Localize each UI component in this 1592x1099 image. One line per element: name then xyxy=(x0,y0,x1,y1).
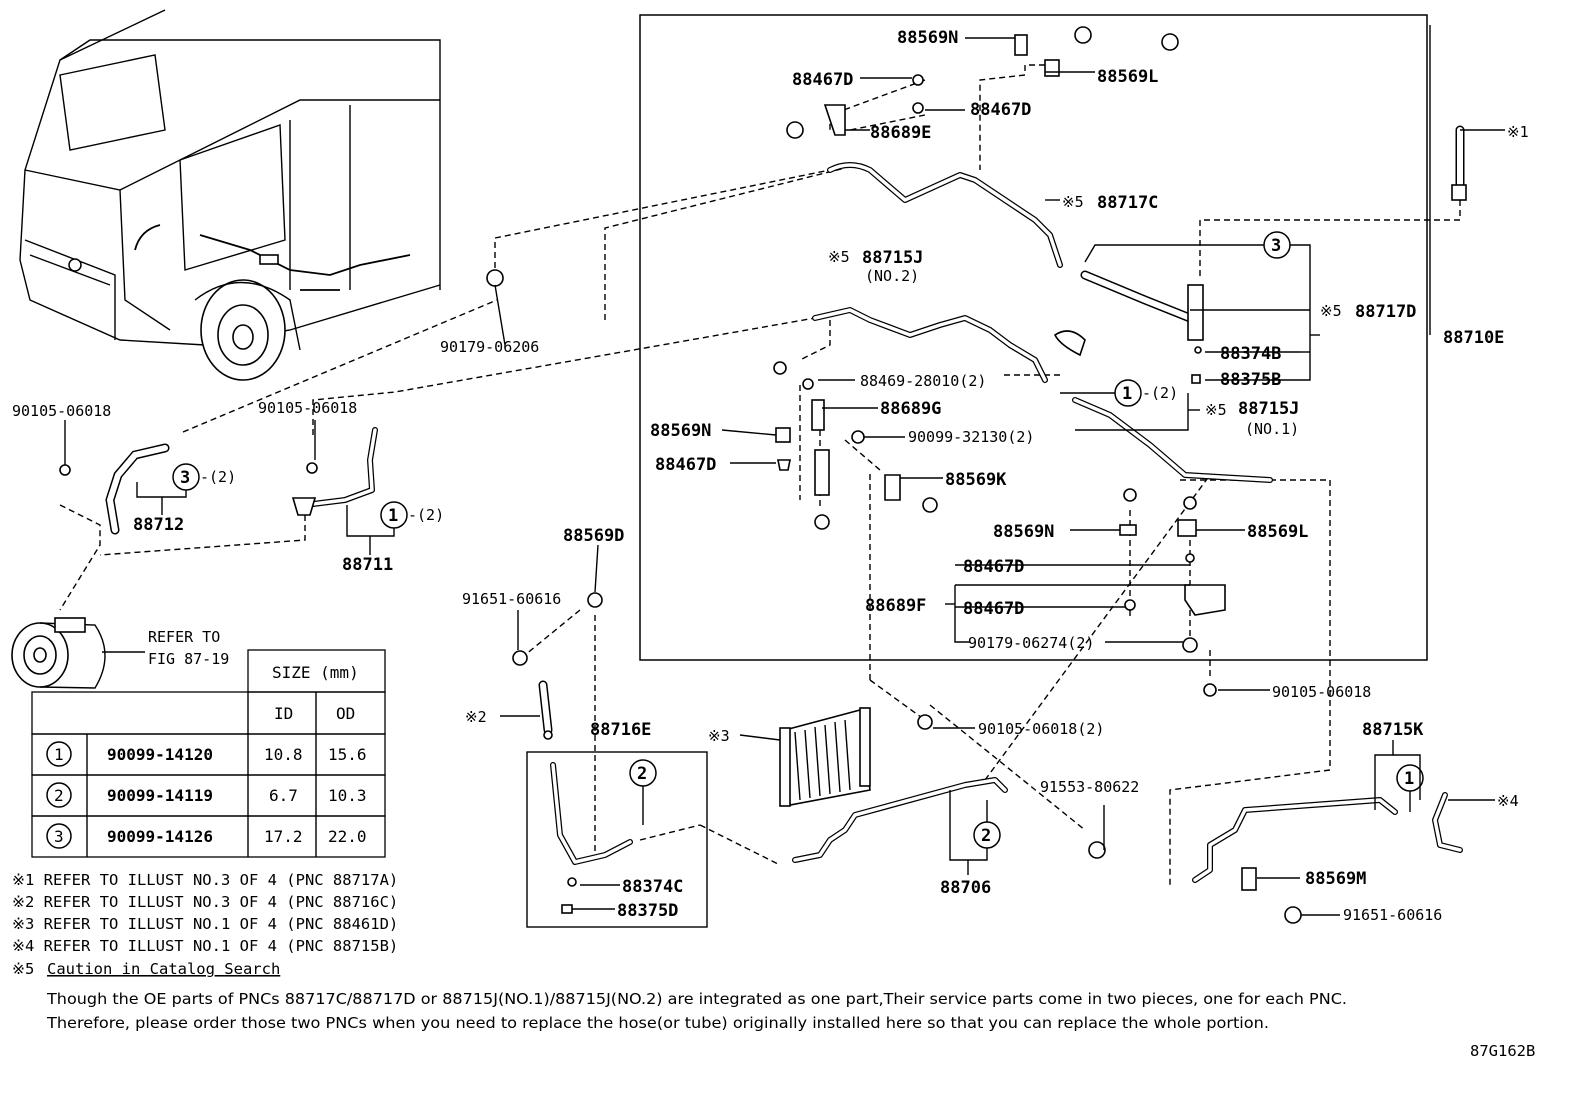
note-3: ※3 REFER TO ILLUST NO.1 OF 4 (PNC 88461D… xyxy=(12,915,398,933)
table-header-size: SIZE (mm) xyxy=(272,663,359,682)
table-row-2-od: 10.3 xyxy=(328,786,367,805)
label-90105-06018-right: 90105-06018 xyxy=(1272,683,1371,701)
notes: ※1 REFER TO ILLUST NO.3 OF 4 (PNC 88717A… xyxy=(12,871,1535,1060)
label-88374C: 88374C xyxy=(622,877,683,897)
label-88717C: 88717C xyxy=(1097,193,1158,213)
table-row-1-part: 90099-14120 xyxy=(107,745,213,764)
table-row-1-num: 1 xyxy=(54,745,64,764)
note-5-mark: ※5 xyxy=(12,960,34,978)
truck-illustration xyxy=(19,9,441,381)
label-88715J-no1: 88715J xyxy=(1238,399,1299,419)
compressor-illustration xyxy=(11,617,106,689)
label-88717D: 88717D xyxy=(1355,302,1416,322)
note-1: ※1 REFER TO ILLUST NO.3 OF 4 (PNC 88717A… xyxy=(12,871,398,889)
label-88569L-top: 88569L xyxy=(1097,67,1158,87)
label-90179-06274: 90179-06274(2) xyxy=(968,634,1094,652)
label-88689G: 88689G xyxy=(880,399,941,419)
callout-2-right: 2 xyxy=(981,826,991,846)
label-88569N-top: 88569N xyxy=(897,28,958,48)
label-90099-32130: 90099-32130(2) xyxy=(908,428,1034,446)
label-91651-60616-left: 91651-60616 xyxy=(462,590,561,608)
label-88467D-mid: 88467D xyxy=(655,455,716,475)
leader-lines xyxy=(59,64,1461,885)
label-90179-06206: 90179-06206 xyxy=(440,338,539,356)
table-row-3-num: 3 xyxy=(54,827,64,846)
label-88715K: 88715K xyxy=(1362,720,1424,740)
label-88375D: 88375D xyxy=(617,901,678,921)
label-88375B: 88375B xyxy=(1220,370,1281,390)
mark-5a: ※5 xyxy=(1062,193,1084,211)
label-refer-to: REFER TO xyxy=(148,628,220,646)
label-88689E: 88689E xyxy=(870,123,931,143)
label-88467D-b: 88467D xyxy=(970,100,1031,120)
mark-1: ※1 xyxy=(1507,123,1529,141)
table-col-id: ID xyxy=(274,704,293,723)
label-88569M: 88569M xyxy=(1305,869,1366,889)
table-col-od: OD xyxy=(336,704,355,723)
label-88467D-c: 88467D xyxy=(963,557,1024,577)
part-labels: 88569N 88467D 88569L 88467D 88689E ※5 88… xyxy=(12,28,1529,924)
callout-2-left: 2 xyxy=(637,764,647,784)
caution-line-1: Though the OE parts of PNCs 88717C/88717… xyxy=(46,990,1347,1008)
label-88569N-mid: 88569N xyxy=(650,421,711,441)
callout-3-top: 3 xyxy=(1271,236,1281,256)
callout-1-right: 1 xyxy=(1404,769,1414,789)
mark-2: ※2 xyxy=(465,708,487,726)
label-90105-06018-left: 90105-06018 xyxy=(12,402,111,420)
label-no2: (NO.2) xyxy=(865,267,919,285)
callout-1-mid: 1 xyxy=(1122,384,1132,404)
caution-link[interactable]: Caution in Catalog Search xyxy=(47,960,280,978)
label-91553-80622: 91553-80622 xyxy=(1040,778,1139,796)
qty-2-right: -(2) xyxy=(408,506,444,524)
label-88711: 88711 xyxy=(342,555,393,575)
label-88569L-low: 88569L xyxy=(1247,522,1308,542)
mark-3: ※3 xyxy=(708,727,730,745)
condenser-illustration xyxy=(779,707,871,807)
label-88467D-a: 88467D xyxy=(792,70,853,90)
note-4: ※4 REFER TO ILLUST NO.1 OF 4 (PNC 88715B… xyxy=(12,937,398,955)
label-88569K: 88569K xyxy=(945,470,1007,490)
table-row-2-num: 2 xyxy=(54,786,64,805)
table-row-1-id: 10.8 xyxy=(264,745,303,764)
callouts xyxy=(64,25,1505,928)
label-91651-60616-right: 91651-60616 xyxy=(1343,906,1442,924)
assembly-frame xyxy=(639,14,1428,661)
size-table: SIZE (mm) ID OD 1 90099-14120 10.8 15.6 … xyxy=(31,649,386,858)
table-row-2-part: 90099-14119 xyxy=(107,786,213,805)
table-row-3-part: 90099-14126 xyxy=(107,827,213,846)
label-88710E: 88710E xyxy=(1443,328,1504,348)
label-88469-28010: 88469-28010(2) xyxy=(860,372,986,390)
label-90105-06018-mid: 90105-06018 xyxy=(258,399,357,417)
label-no1: (NO.1) xyxy=(1245,420,1299,438)
mark-5d: ※5 xyxy=(1205,401,1227,419)
label-88706: 88706 xyxy=(940,878,991,898)
caution-line-2: Therefore, please order those two PNCs w… xyxy=(46,1014,1269,1032)
table-row-3-od: 22.0 xyxy=(328,827,367,846)
callout-1-left: 1 xyxy=(388,506,398,526)
mark-4: ※4 xyxy=(1497,792,1519,810)
label-88569N-low: 88569N xyxy=(993,522,1054,542)
label-88467D-d: 88467D xyxy=(963,599,1024,619)
mark-5c: ※5 xyxy=(1320,302,1342,320)
label-88689F: 88689F xyxy=(865,596,926,616)
diagram-id: 87G162B xyxy=(1470,1042,1535,1060)
qty-2-mid: -(2) xyxy=(1142,384,1178,402)
label-88712: 88712 xyxy=(133,515,184,535)
label-88715J-no2: 88715J xyxy=(862,248,923,268)
mark-5b: ※5 xyxy=(828,248,850,266)
table-row-1-od: 15.6 xyxy=(328,745,367,764)
qty-2-left: -(2) xyxy=(200,468,236,486)
callout-3-left: 3 xyxy=(180,468,190,488)
table-row-3-id: 17.2 xyxy=(264,827,303,846)
label-fig-87-19: FIG 87-19 xyxy=(148,650,229,668)
label-88716E: 88716E xyxy=(590,720,651,740)
note-2: ※2 REFER TO ILLUST NO.3 OF 4 (PNC 88716C… xyxy=(12,893,398,911)
label-88569D: 88569D xyxy=(563,526,624,546)
table-row-2-id: 6.7 xyxy=(269,786,298,805)
label-88374B: 88374B xyxy=(1220,344,1281,364)
label-90105-06018-2: 90105-06018(2) xyxy=(978,720,1104,738)
